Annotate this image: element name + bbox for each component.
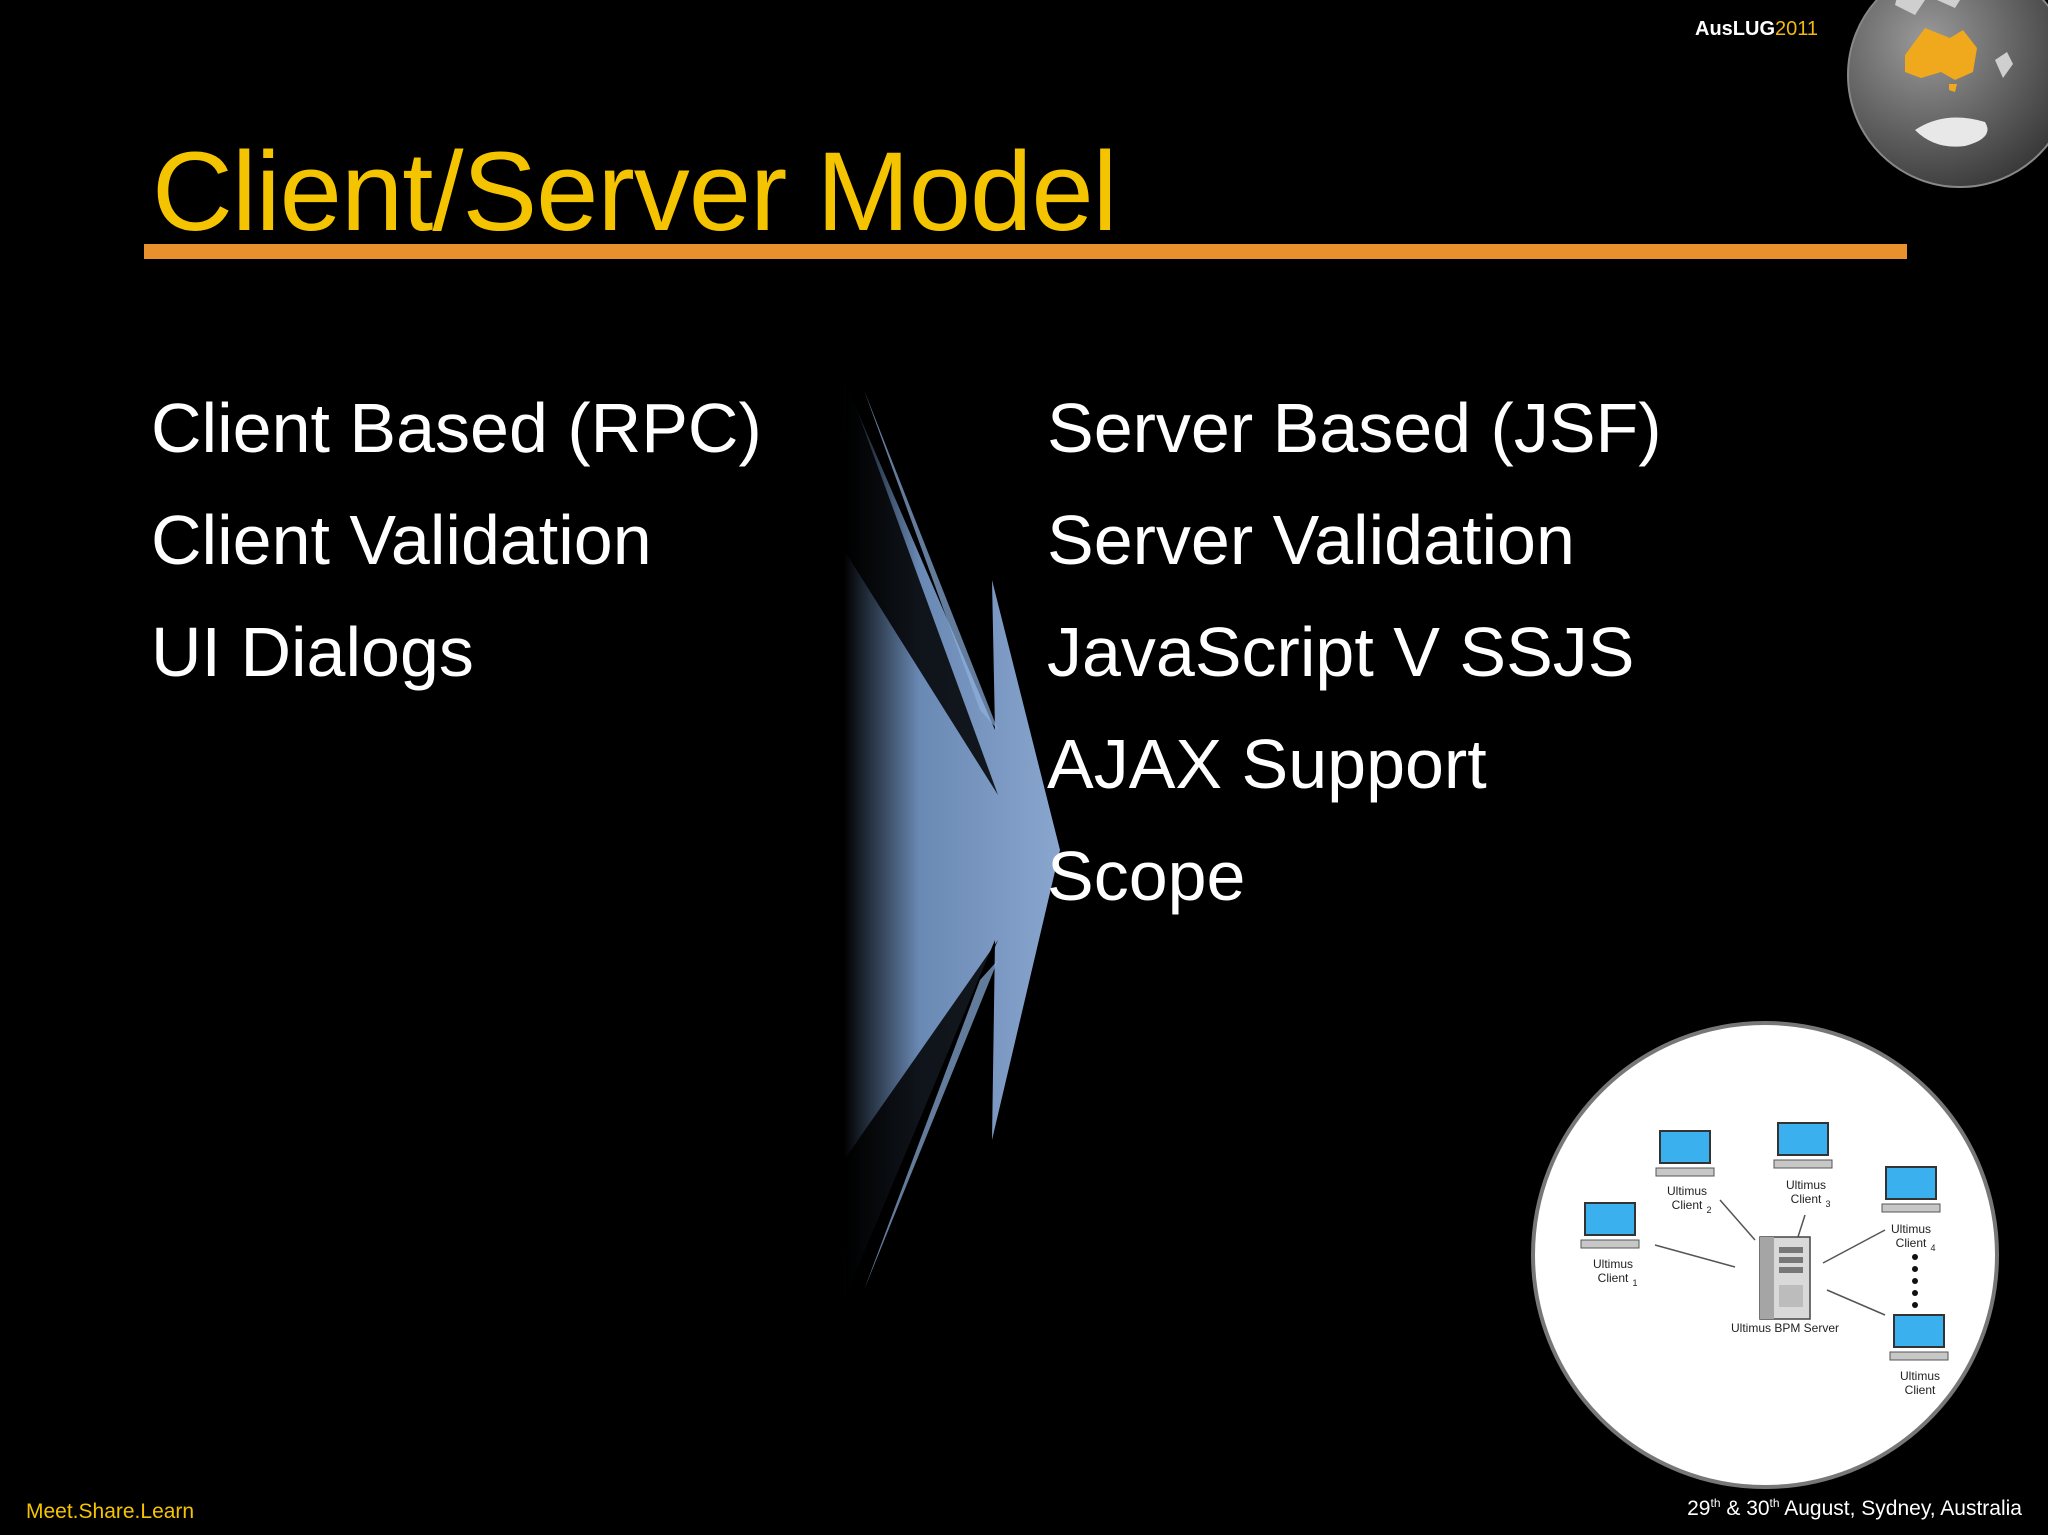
network-diagram: Ultimus Client 1 Ultimus Client 2 Ultimu… bbox=[1531, 1021, 1999, 1489]
client-label-line2: Client bbox=[1672, 1198, 1703, 1212]
list-item: Client Based (RPC) bbox=[151, 389, 762, 467]
client-label-sub: 2 bbox=[1706, 1205, 1711, 1215]
client-label-line1: Ultimus bbox=[1891, 1222, 1931, 1236]
client-label-line2: Client bbox=[1791, 1192, 1822, 1206]
client-label-sub: 3 bbox=[1825, 1199, 1830, 1209]
title-underline bbox=[144, 244, 1907, 259]
computer-icon bbox=[1655, 1130, 1715, 1177]
client-label-sub: 1 bbox=[1632, 1278, 1637, 1288]
brand-name: AusLUG bbox=[1695, 18, 1775, 40]
date-suffix2: th bbox=[1769, 1496, 1780, 1510]
globe-icon bbox=[1847, 0, 2048, 188]
list-item: Client Validation bbox=[151, 501, 652, 579]
computer-icon bbox=[1889, 1314, 1949, 1361]
footer-event-date: 29th & 30th August, Sydney, Australia bbox=[1687, 1496, 2022, 1521]
list-item: Server Validation bbox=[1047, 501, 1575, 579]
client-label-line1: Ultimus bbox=[1593, 1257, 1633, 1271]
footer-tagline: Meet.Share.Learn bbox=[26, 1500, 195, 1523]
date-location: August, Sydney, Australia bbox=[1779, 1497, 2022, 1520]
right-arrow-icon bbox=[844, 380, 1060, 1300]
server-label: Ultimus BPM Server bbox=[1731, 1321, 1839, 1335]
client-label-line2: Client bbox=[1896, 1236, 1927, 1250]
date-day1: 29 bbox=[1687, 1497, 1711, 1520]
client-label-line1: Ultimus bbox=[1786, 1178, 1826, 1192]
australia-shape bbox=[1905, 28, 1977, 80]
computer-icon bbox=[1881, 1166, 1941, 1213]
computer-icon bbox=[1773, 1122, 1833, 1169]
client-label-line1: Ultimus bbox=[1900, 1369, 1940, 1383]
date-ampersand: & bbox=[1720, 1497, 1747, 1520]
brand-year: 2011 bbox=[1775, 18, 1819, 40]
list-item: JavaScript V SSJS bbox=[1047, 613, 1635, 691]
date-day2: 30 bbox=[1746, 1497, 1770, 1520]
client-label-line2: Client bbox=[1598, 1271, 1629, 1285]
list-item: Scope bbox=[1047, 837, 1246, 915]
list-item: Server Based (JSF) bbox=[1047, 389, 1662, 467]
client-label-line2: Client bbox=[1905, 1383, 1936, 1397]
client-label-sub: 4 bbox=[1930, 1243, 1935, 1253]
connection-lines bbox=[1654, 1199, 1886, 1316]
server-features-list: Server Based (JSF) Server Validation Jav… bbox=[1047, 372, 1662, 932]
list-item: UI Dialogs bbox=[151, 613, 474, 691]
brand-logo-text: AusLUG2011 bbox=[1695, 18, 1818, 41]
server-icon bbox=[1759, 1236, 1811, 1320]
ellipsis-dots bbox=[1912, 1254, 1918, 1308]
slide-title: Client/Server Model bbox=[152, 129, 1117, 254]
date-suffix1: th bbox=[1710, 1496, 1721, 1510]
list-item: AJAX Support bbox=[1047, 725, 1487, 803]
computer-icon bbox=[1580, 1202, 1640, 1249]
client-features-list: Client Based (RPC) Client Validation UI … bbox=[151, 372, 762, 708]
client-label-line1: Ultimus bbox=[1667, 1184, 1707, 1198]
